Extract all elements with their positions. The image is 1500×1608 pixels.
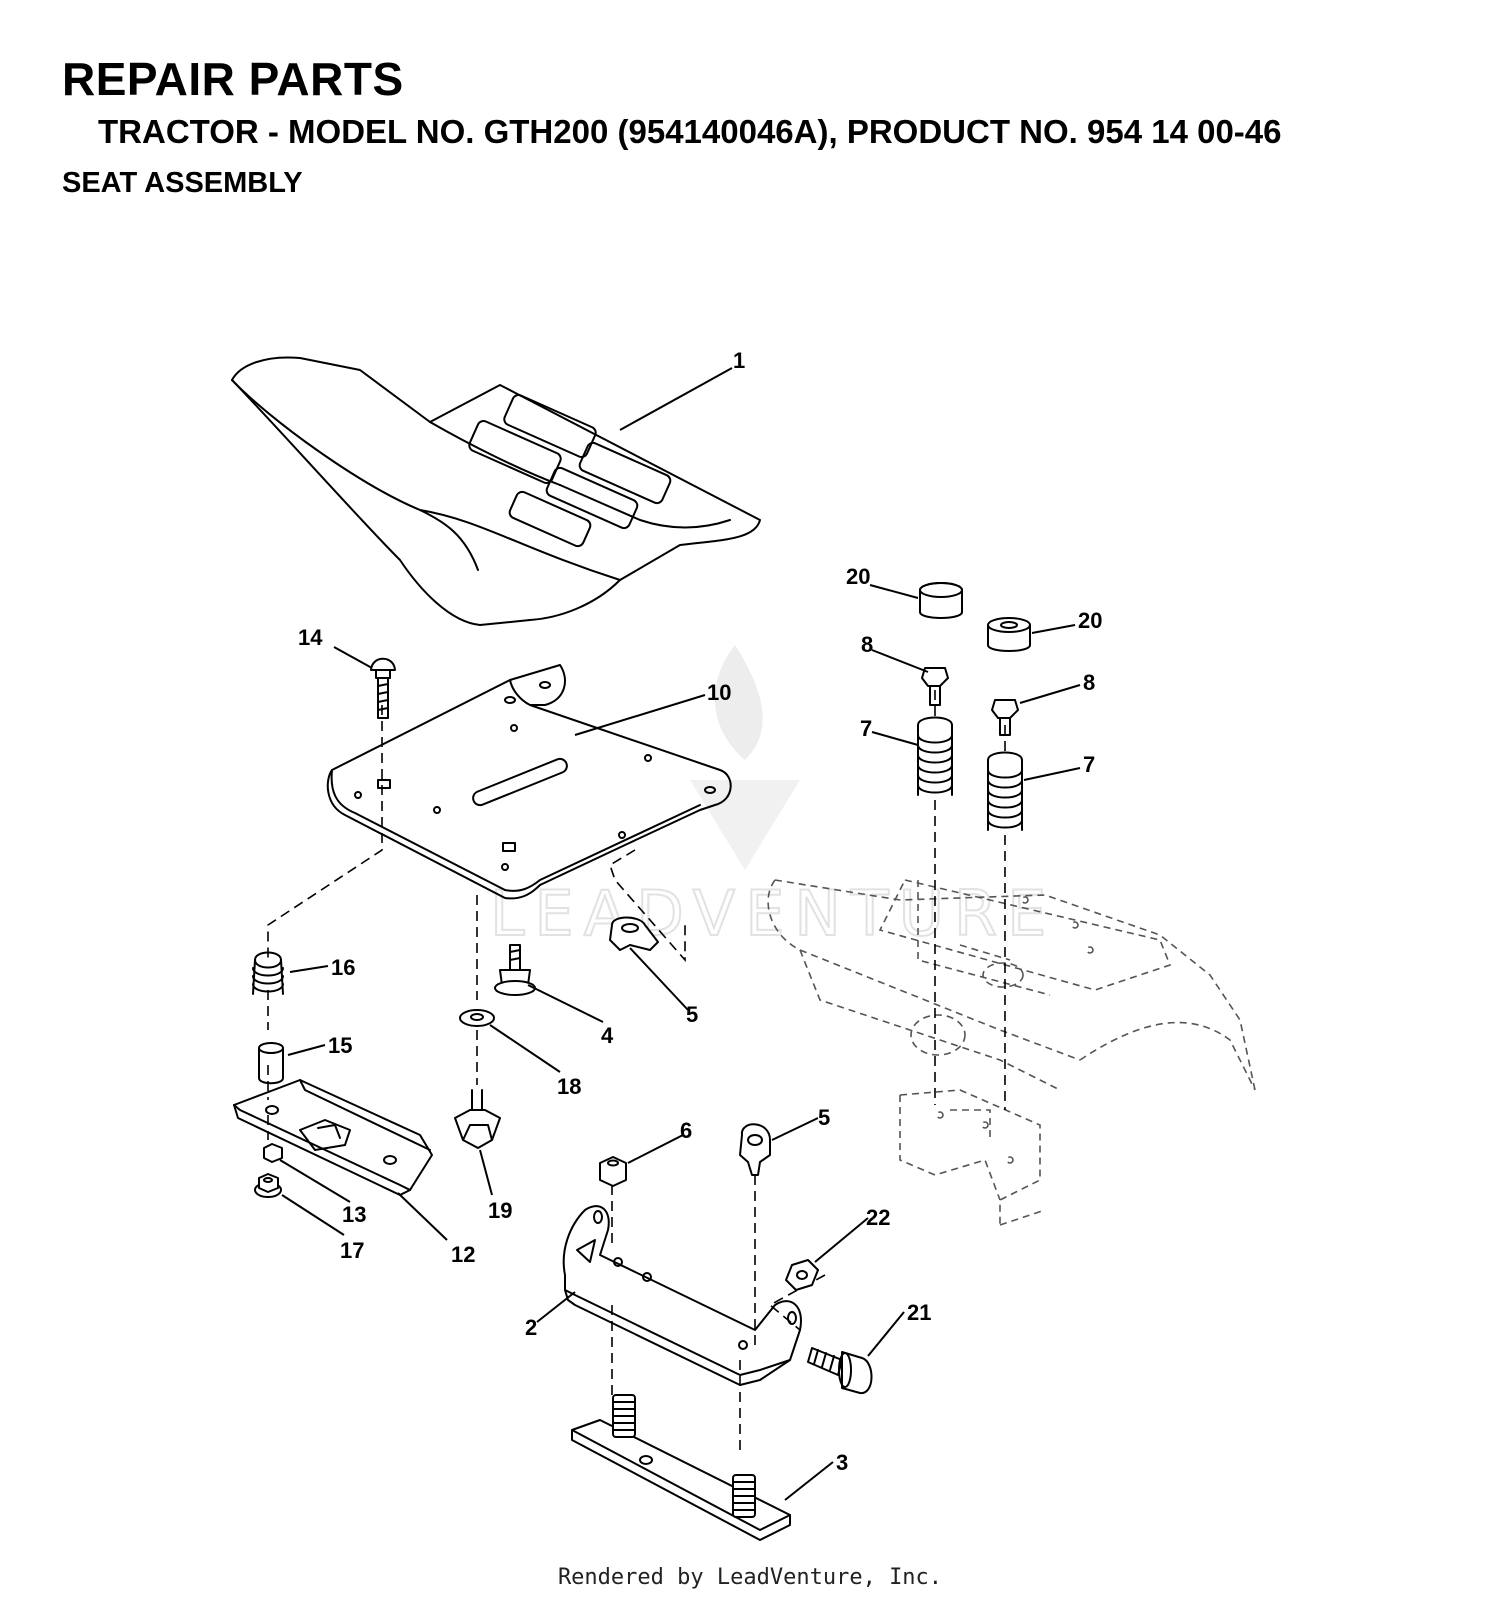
assembly-lines — [267, 690, 1006, 1455]
seat-spring-left — [917, 716, 953, 796]
callout-12: 12 — [451, 1242, 475, 1267]
flange-nut — [254, 1173, 282, 1198]
callout-8b: 8 — [1083, 670, 1095, 695]
callout-1: 1 — [733, 348, 745, 373]
adjustment-knob — [454, 1089, 501, 1149]
flange-bolt-left — [921, 667, 949, 706]
callout-16: 16 — [331, 955, 355, 980]
callout-15: 15 — [328, 1033, 352, 1058]
callout-7b: 7 — [1083, 752, 1095, 777]
callout-7a: 7 — [860, 716, 872, 741]
callout-21: 21 — [907, 1300, 931, 1325]
hex-nut-small — [263, 1143, 283, 1163]
shoulder-bolt-large — [807, 1347, 873, 1394]
callout-5a: 5 — [686, 1002, 698, 1027]
seat-bracket-plate — [233, 1079, 433, 1196]
seat-pan — [326, 664, 732, 900]
hex-nut — [785, 1259, 819, 1291]
latch-clip-upper — [609, 916, 659, 951]
callout-14: 14 — [298, 625, 323, 650]
shoulder-bolt — [494, 944, 536, 996]
callout-8a: 8 — [861, 632, 873, 657]
flange-bolt-right — [991, 699, 1019, 736]
callout-5b: 5 — [818, 1105, 830, 1130]
fender-outline — [767, 879, 1256, 1226]
callout-3: 3 — [836, 1450, 848, 1475]
callout-2: 2 — [525, 1315, 537, 1340]
callout-10: 10 — [707, 680, 731, 705]
callout-17: 17 — [340, 1238, 364, 1263]
callout-labels: 1 10 14 20 20 8 8 7 7 16 15 4 5 18 19 6 … — [298, 348, 1102, 1475]
bushing-left — [919, 582, 963, 619]
bushing-right — [987, 617, 1031, 652]
page-title: REPAIR PARTS — [62, 53, 404, 105]
watermark-text: LEADVENTURE — [490, 877, 1056, 950]
callout-13: 13 — [342, 1202, 366, 1227]
leader-lines — [279, 367, 1081, 1501]
seat-spring-right — [987, 751, 1023, 831]
footer-credit: Rendered by LeadVenture, Inc. — [557, 1565, 943, 1590]
model-subtitle: TRACTOR - MODEL NO. GTH200 (954140046A),… — [98, 113, 1282, 150]
seat — [231, 356, 761, 626]
seat-pivot-bracket — [562, 1205, 802, 1386]
callout-6: 6 — [680, 1118, 692, 1143]
latch-clip-lower — [739, 1123, 771, 1176]
watermark: LEADVENTURE — [489, 645, 1056, 951]
section-title: SEAT ASSEMBLY — [62, 167, 303, 199]
seat-spring-small — [252, 951, 284, 995]
callout-20b: 20 — [1078, 608, 1102, 633]
callout-18: 18 — [557, 1074, 581, 1099]
mounting-plate — [571, 1394, 791, 1541]
spacer — [258, 1042, 284, 1085]
callout-22: 22 — [866, 1205, 890, 1230]
callout-19: 19 — [488, 1198, 512, 1223]
callout-4: 4 — [601, 1023, 614, 1048]
flat-washer — [459, 1009, 495, 1027]
callout-20a: 20 — [846, 564, 870, 589]
lock-nut — [599, 1156, 627, 1187]
carriage-bolt — [370, 657, 396, 719]
